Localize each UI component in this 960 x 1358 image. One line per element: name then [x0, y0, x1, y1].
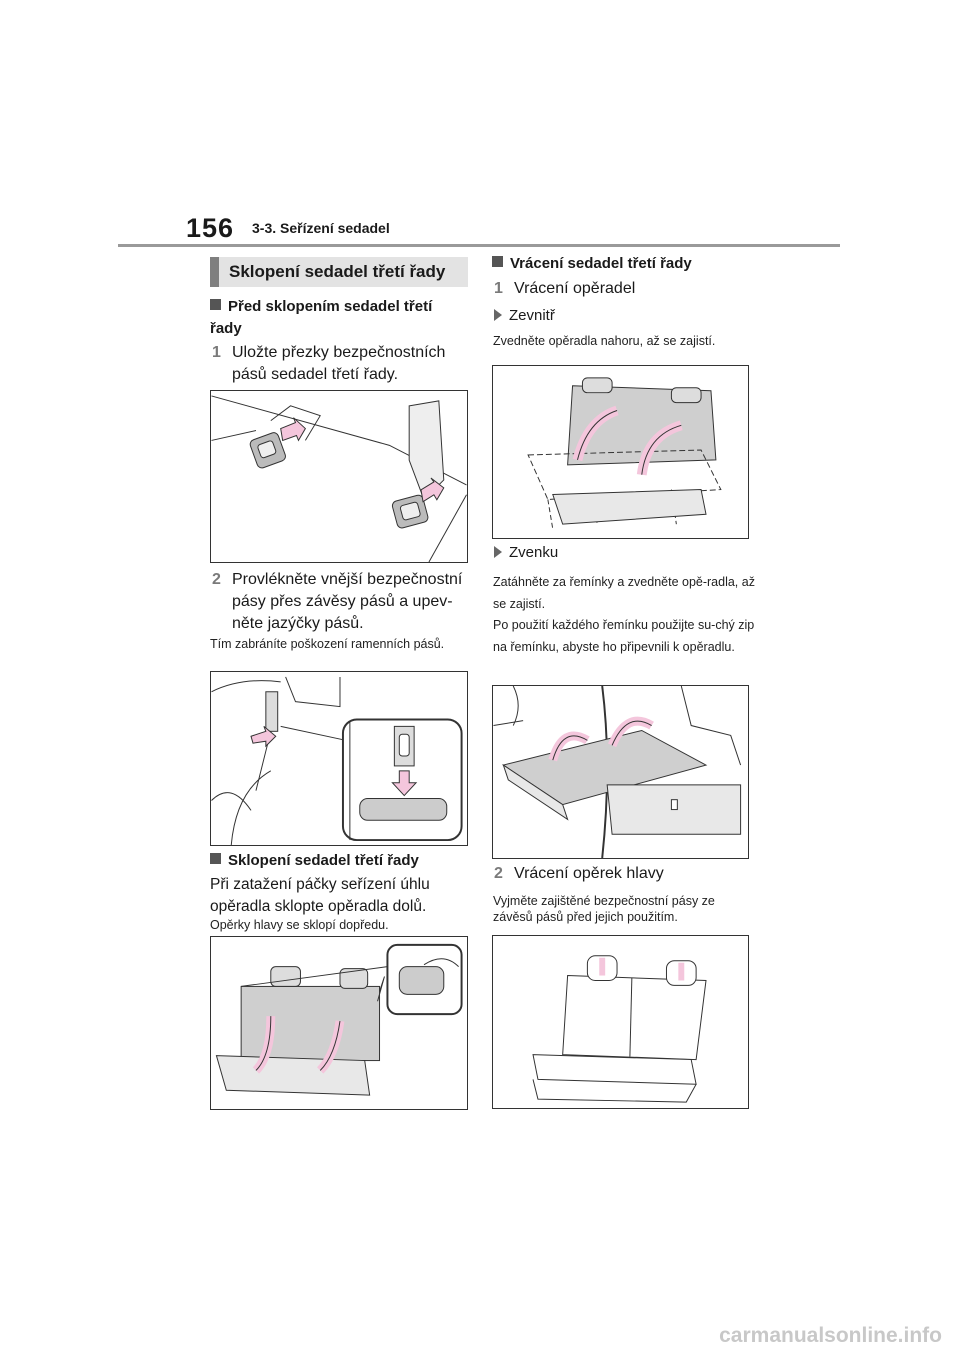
header-rule	[118, 244, 840, 247]
raise-headrests-illustration	[532, 955, 707, 1103]
heading-square-icon	[210, 853, 221, 864]
left-step-2-note: Tím zabráníte poškození ramenních pásů.	[210, 637, 445, 651]
section-title: 3-3. Seřízení sedadel	[252, 220, 390, 236]
figure-belt-hangers	[210, 671, 468, 846]
heading-return-seats: Vrácení sedadel třetí řady	[492, 253, 752, 275]
fold-down-illustration	[215, 943, 463, 1096]
heading-square-icon	[210, 299, 221, 310]
tab-title-bar: Sklopení sedadel třetí řady	[210, 257, 468, 287]
right-step-2-note: Vyjměte zajištěné bezpečnostní pásy ze z…	[493, 894, 715, 924]
tab-title: Sklopení sedadel třetí řady	[229, 262, 446, 281]
step-text: Uložte přezky bezpečnostních pásů sedade…	[232, 344, 446, 383]
belt-hanger-illustration	[211, 676, 463, 845]
step-text: Provlékněte vnější bezpečnostní pásy pře…	[232, 571, 463, 632]
outside-label: Zvenku	[494, 543, 558, 563]
buckle-stow-illustration	[211, 395, 467, 562]
heading-before-folding: Před sklopením sedadel třetí řady	[210, 298, 433, 337]
right-step-1: 1 Vrácení opěradel	[494, 278, 749, 300]
heading-fold-seats: Sklopení sedadel třetí řady	[210, 850, 470, 872]
raise-inside-illustration	[527, 377, 722, 530]
triangle-bullet-icon	[494, 309, 502, 321]
step-number: 2	[212, 571, 221, 588]
step-number: 1	[212, 344, 221, 361]
heading-square-icon	[492, 256, 503, 267]
triangle-bullet-icon	[494, 546, 502, 558]
figure-raise-outside	[492, 685, 749, 859]
right-step-2: 2 Vrácení opěrek hlavy	[494, 863, 749, 885]
raise-outside-illustration	[493, 686, 742, 858]
figure-stow-buckles	[210, 390, 468, 563]
figure-raise-headrests	[492, 935, 749, 1109]
fold-instructions: Při zatažení páčky seřízení úhlu opěradl…	[210, 876, 430, 915]
fold-note: Opěrky hlavy se sklopí dopředu.	[210, 918, 389, 932]
inside-label: Zevnitř	[494, 306, 555, 326]
step-number: 2	[494, 865, 503, 882]
figure-fold-down	[210, 936, 468, 1110]
inside-note: Zvedněte opěradla nahoru, až se zajistí.	[493, 334, 716, 348]
page-number: 156	[186, 213, 235, 243]
left-step-2: 2 Provlékněte vnější bezpečnostní pásy p…	[212, 569, 467, 635]
figure-raise-inside	[492, 365, 749, 539]
step-text: Vrácení opěrek hlavy	[514, 865, 664, 882]
outside-note-2: Po použití každého řemínku použijte su-c…	[493, 618, 755, 654]
outside-note-1: Zatáhněte za řemínky a zvedněte opě-radl…	[493, 575, 755, 611]
watermark: carmanualsonline.info	[719, 1324, 942, 1347]
step-number: 1	[494, 280, 503, 297]
step-text: Vrácení opěradel	[514, 280, 636, 297]
left-step-1: 1 Uložte přezky bezpečnostních pásů seda…	[212, 342, 467, 386]
